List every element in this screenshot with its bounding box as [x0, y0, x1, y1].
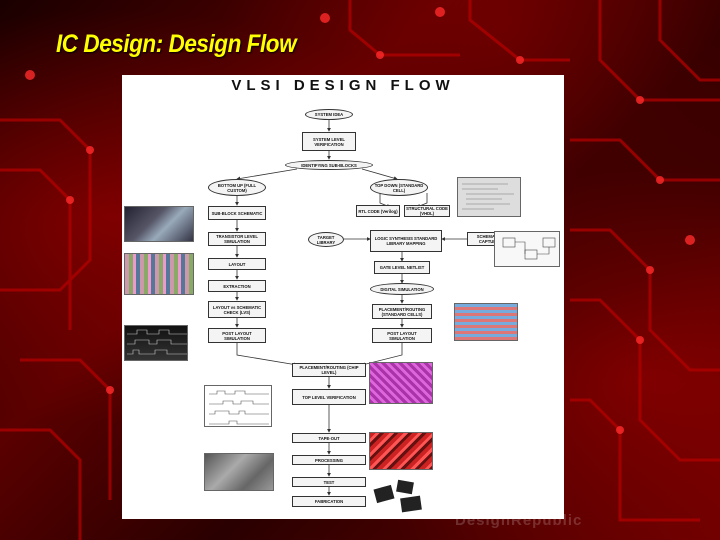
node-transistor-level-simulation: TRANSISTOR LEVEL SIMULATION	[208, 232, 266, 246]
node-logic-synthesis: LOGIC SYNTHESIS STANDARD LIBRARY MAPPING	[370, 230, 442, 252]
gate-schematic-thumbnail	[494, 231, 560, 267]
code-listing-thumbnail	[457, 177, 521, 217]
timing-diagram-thumbnail	[204, 385, 272, 427]
node-placement-routing-chip: PLACEMENT/ROUTING (CHIP LEVEL)	[292, 363, 366, 377]
node-system-idea: SYSTEM IDEA	[305, 109, 353, 120]
wafer-processing-thumbnail	[369, 432, 433, 470]
node-placement-routing-standard: PLACEMENT/ROUTING (STANDARD CELLS)	[372, 304, 432, 319]
node-top-down: TOP DOWN (STANDARD CELL)	[370, 179, 428, 196]
node-top-level-verification: TOP LEVEL VERIFICATION	[292, 389, 366, 405]
packaged-chips-thumbnail	[369, 475, 435, 515]
test-equipment-thumbnail	[204, 453, 274, 491]
layout-thumbnail	[124, 253, 194, 295]
node-extraction: EXTRACTION	[208, 280, 266, 292]
standard-cell-layout-thumbnail	[454, 303, 518, 341]
chip-layout-thumbnail	[369, 362, 433, 404]
schematic-thumbnail	[124, 206, 194, 242]
node-bottom-up: BOTTOM UP (FULL CUSTOM)	[208, 179, 266, 196]
node-test: TEST	[292, 477, 366, 487]
node-target-library: TARGET LIBRARY	[308, 232, 344, 247]
node-processing: PROCESSING	[292, 455, 366, 465]
node-rtl-code: RTL CODE (Verilog)	[356, 205, 400, 217]
node-post-layout-simulation-left: POST LAYOUT SIMULATION	[208, 328, 266, 343]
node-system-level-verification: SYSTEM LEVEL VERIFICATION	[302, 132, 356, 151]
node-fabrication: FABRICATION	[292, 496, 366, 507]
node-subblock-schematic: SUB-BLOCK SCHEMATIC	[208, 206, 266, 220]
node-layout: LAYOUT	[208, 258, 266, 270]
node-gate-level-netlist: GATE LEVEL NETLIST	[374, 261, 430, 274]
waveform-thumbnail	[124, 325, 188, 361]
watermark-text: DesignRepublic	[455, 512, 582, 529]
node-post-layout-simulation-right: POST LAYOUT SIMULATION	[372, 328, 432, 343]
node-structural-code: STRUCTURAL CODE (VHDL)	[404, 205, 450, 217]
node-digital-simulation: DIGITAL SIMULATION	[370, 283, 434, 295]
node-identifying-subblocks: IDENTIFYING SUB-BLOCKS	[285, 160, 373, 170]
node-layout-vs-schematic: LAYOUT vs SCHEMATIC CHECK (LVS)	[208, 301, 266, 318]
diagram-title: VLSI DESIGN FLOW	[122, 77, 564, 94]
vlsi-design-flow-diagram: VLSI DESIGN FLOW SYSTEM IDEA SYSTEM LEVE…	[122, 75, 564, 519]
slide-title: IC Design: Design Flow	[56, 30, 296, 59]
node-tape-out: TAPE-OUT	[292, 433, 366, 443]
